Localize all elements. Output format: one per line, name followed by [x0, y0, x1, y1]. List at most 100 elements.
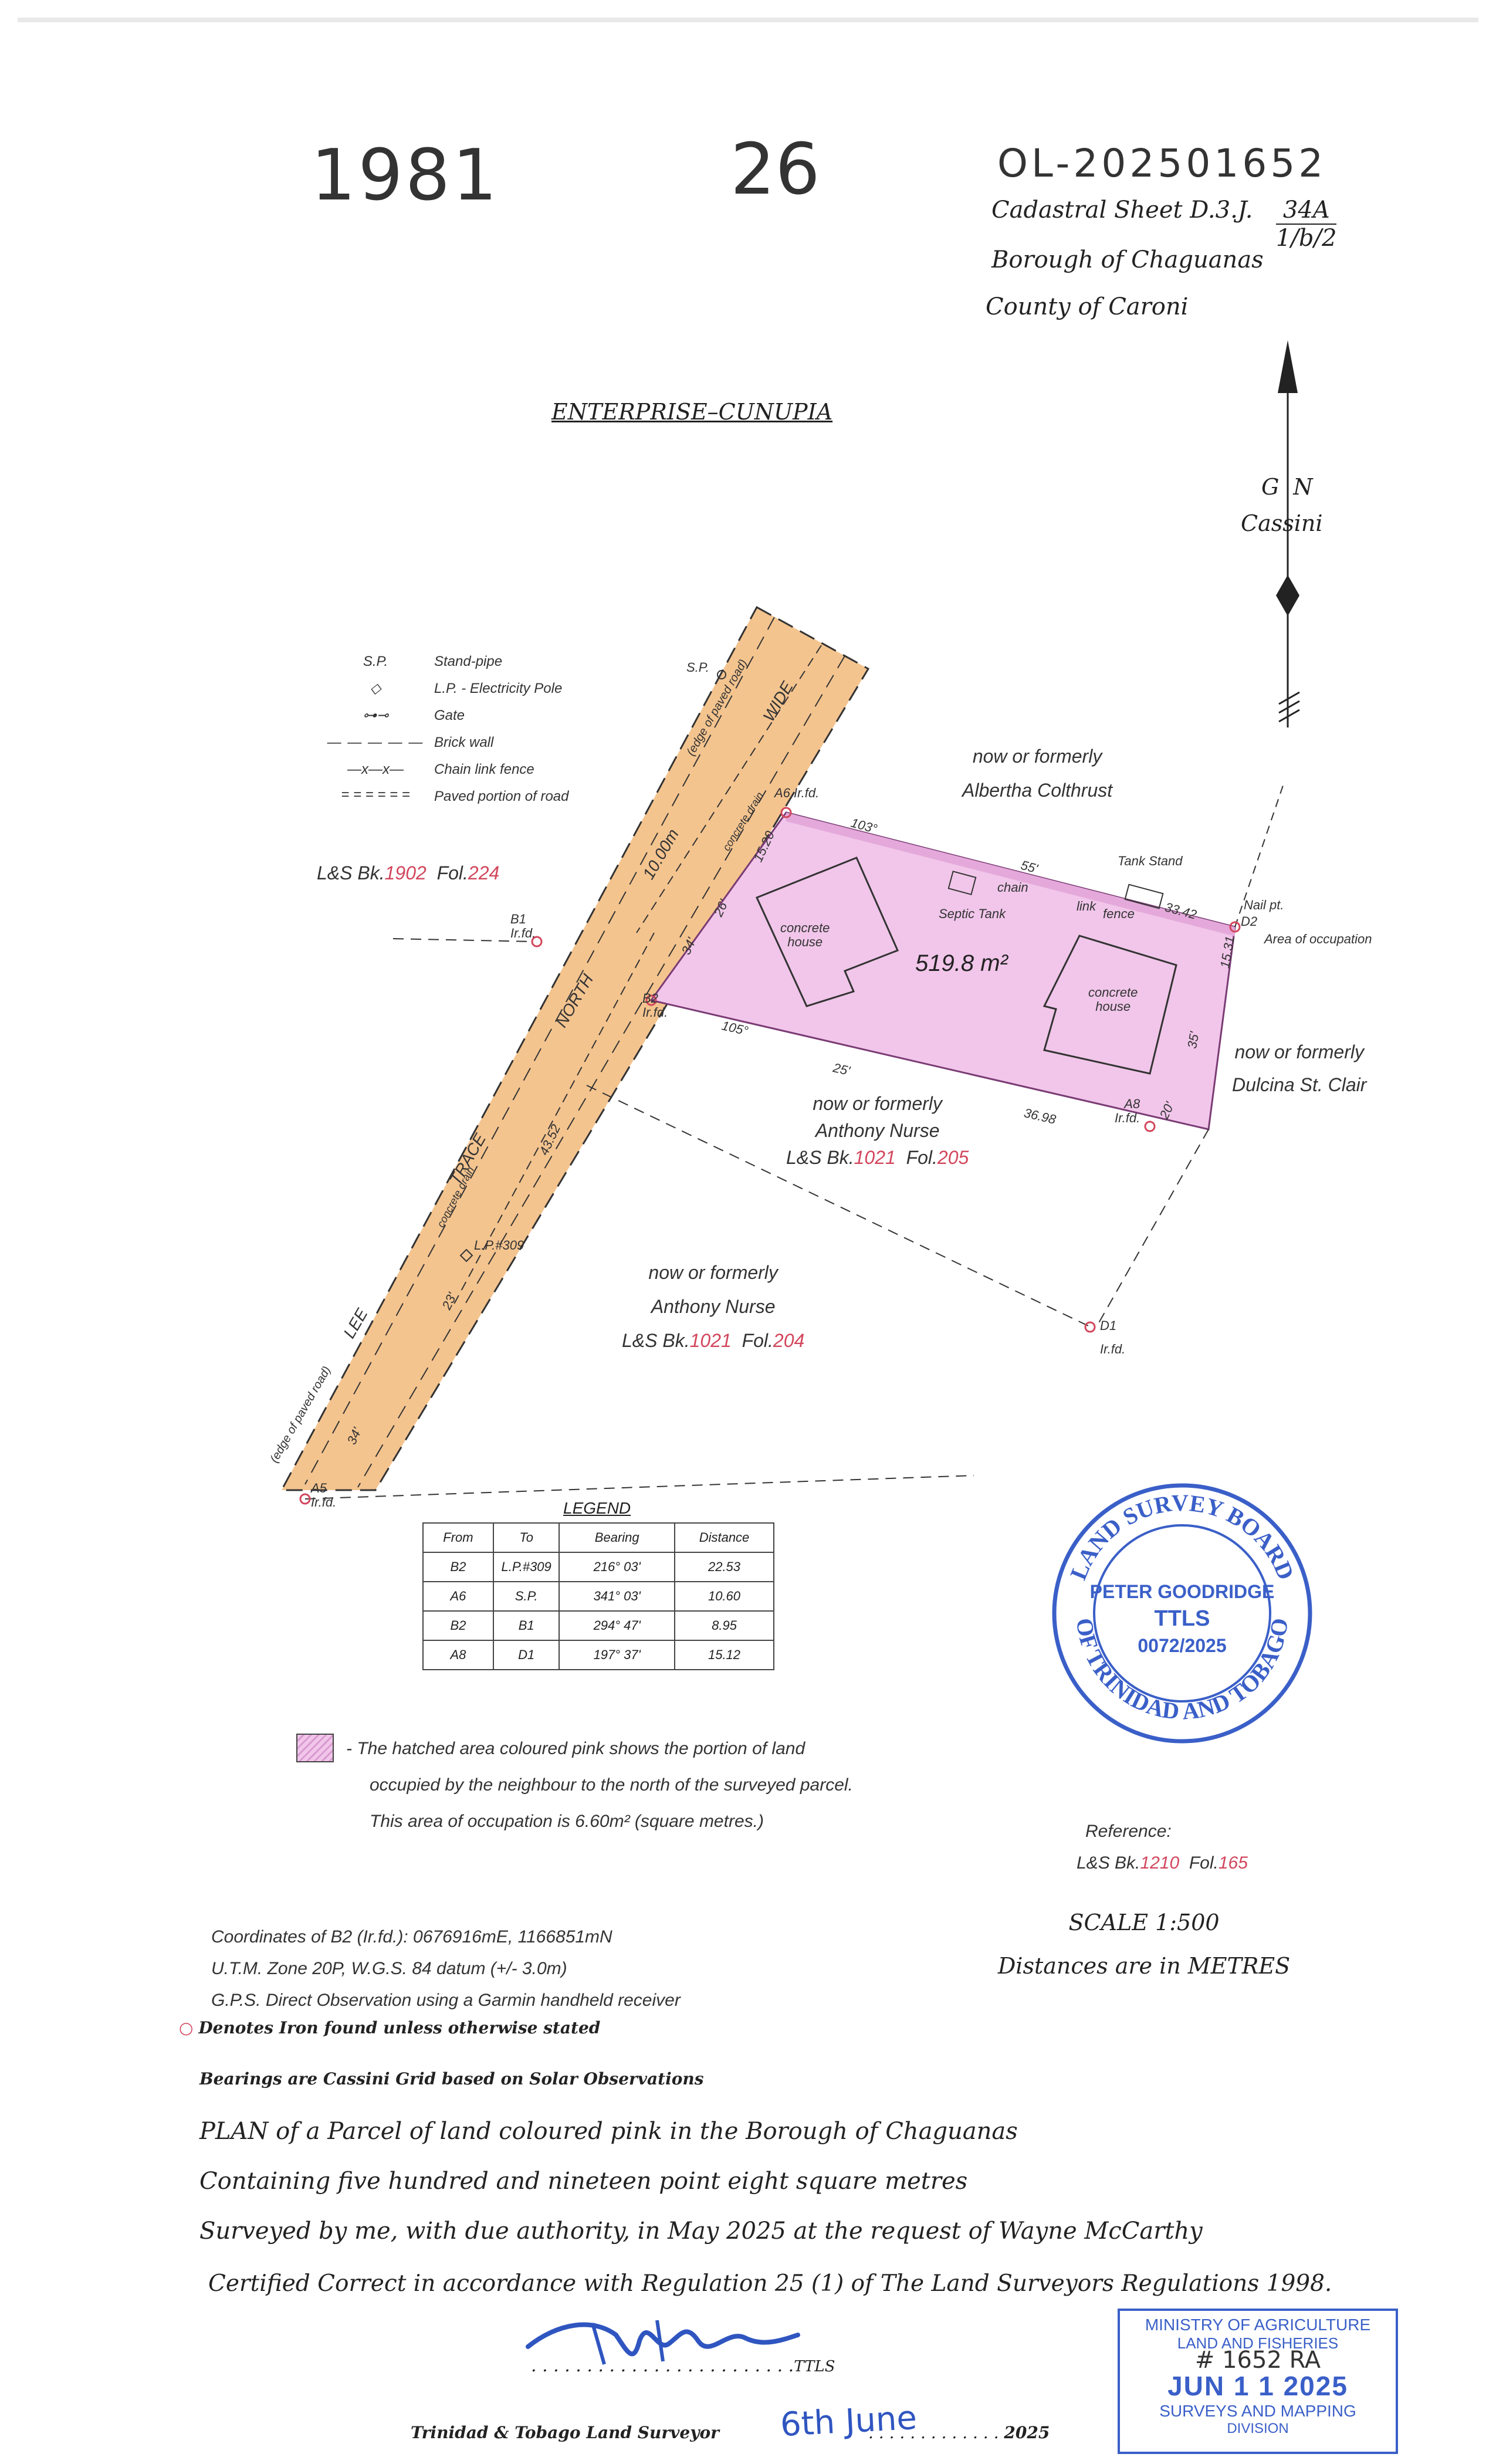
cert-line-2: Containing five hundred and nineteen poi…: [199, 2168, 968, 2195]
neighbour-southwest: now or formerly Anthony Nurse L&S Bk.102…: [622, 1262, 805, 1351]
table-cell: 197° 37': [559, 1640, 676, 1670]
parcel-area: 519.8 m²: [915, 950, 1008, 976]
ministry-stamp: MINISTRY OF AGRICULTURE LAND AND FISHERI…: [1118, 2309, 1398, 2454]
drain-line: [636, 645, 822, 933]
stamp-title: TTLS: [1154, 1606, 1210, 1631]
point-d2: D2: [1241, 914, 1258, 929]
handwritten-number-left: 1981: [311, 135, 500, 216]
gate-icon: ⊶⊸: [362, 708, 389, 723]
key-row: —x—x— Chain link fence: [317, 756, 569, 783]
handwritten-number-mid: 26: [730, 129, 820, 211]
north-arrow: [1276, 340, 1300, 727]
scale: SCALE 1:500 Distances are in METRES: [997, 1910, 1291, 1979]
table-cell: A8: [422, 1640, 494, 1670]
cadastral-sheet: Cadastral Sheet D.3.J.: [991, 197, 1253, 224]
table-cell: B2: [422, 1552, 494, 1582]
hatch-swatch: [296, 1734, 334, 1762]
site-name: ENTERPRISE–CUNUPIA: [551, 399, 833, 425]
concrete-house: [755, 857, 899, 1007]
legend-header: To: [492, 1522, 560, 1553]
table-cell: B2: [422, 1610, 494, 1641]
symbol-key: S.P.Stand-pipe ◇L.P. - Electricity Pole …: [317, 648, 569, 810]
paved-road-symbol: = = = = = =: [341, 787, 410, 803]
iron-point-b1: [531, 936, 543, 947]
ministry-line-2: LAND AND FISHERIES: [1177, 2334, 1339, 2352]
iron-point-a5: [299, 1493, 311, 1505]
occupation-area: [786, 813, 1235, 936]
cert-line-1: PLAN of a Parcel of land coloured pink i…: [199, 2118, 1018, 2145]
coordinates: Coordinates of B2 (Ir.fd.): 0676916mE, 1…: [211, 1927, 681, 2010]
key-label: Stand-pipe: [434, 654, 503, 669]
drain-line: [451, 932, 655, 1309]
road-edge-line: [304, 617, 775, 1485]
legend-header-row: From To Bearing Distance: [422, 1522, 774, 1553]
reference: Reference: L&S Bk.1210 Fol.165: [1077, 1822, 1248, 1873]
lp-pole: [459, 1248, 473, 1263]
stamp-name: PETER GOODRIDGE: [1089, 1581, 1275, 1602]
table-cell: B1: [492, 1610, 560, 1641]
septic-label: Septic Tank: [939, 906, 1006, 921]
table-cell: 15.12: [674, 1640, 774, 1670]
table-cell: 294° 47': [559, 1610, 676, 1641]
point-sp: S.P.: [686, 660, 709, 675]
scan-edge: [18, 18, 1478, 22]
cert-line-4: Certified Correct in accordance with Reg…: [208, 2270, 1332, 2297]
signature-scribble: [526, 2320, 800, 2365]
ministry-line-1: MINISTRY OF AGRICULTURE: [1145, 2316, 1371, 2334]
table-cell: 216° 03': [559, 1552, 676, 1582]
table-cell: 8.95: [674, 1610, 774, 1641]
date-line: . . . . . . . . . . . . . 2025: [868, 2423, 1050, 2442]
key-symbol: —x—x—: [347, 761, 404, 777]
key-row: = = = = = = Paved portion of road: [317, 783, 569, 810]
stamp-number: 0072/2025: [1138, 1635, 1227, 1656]
key-symbol: S.P.: [363, 654, 388, 669]
concrete-house: [1043, 935, 1177, 1075]
key-row: ◇L.P. - Electricity Pole: [317, 675, 569, 702]
fence-word: link: [1077, 899, 1096, 913]
tank-stand-label: Tank Stand: [1118, 854, 1183, 868]
key-label: Brick wall: [434, 735, 494, 750]
fence-word: chain: [997, 880, 1028, 895]
standpipe: [717, 670, 726, 679]
iron-symbol: ○: [179, 2018, 199, 2037]
tank-stand: [1124, 884, 1164, 909]
stamp-top-text: LAND SURVEY BOARD: [1065, 1490, 1299, 1583]
iron-point-a8: [1144, 1121, 1156, 1132]
legend-table: From To Bearing Distance B2 L.P.#309 216…: [422, 1522, 774, 1670]
ministry-date: JUN 1 1 2025: [1167, 2371, 1348, 2401]
septic-tank: [947, 871, 977, 895]
iron-point-a6: [780, 807, 792, 818]
key-label: Gate: [434, 708, 465, 723]
borough: Borough of Chaguanas: [991, 246, 1264, 273]
road-edge-line: [357, 655, 845, 1488]
key-label: L.P. - Electricity Pole: [434, 681, 563, 696]
west-reference: L&S Bk.1902 Fol.224: [317, 862, 500, 884]
bearings-note: Bearings are Cassini Grid based on Solar…: [199, 2069, 704, 2089]
key-label: Chain link fence: [434, 761, 534, 777]
north-cassini-label: Cassini: [1241, 510, 1323, 536]
signature-line: . . . . . . . . . . . . . . . . . . . . …: [531, 2355, 835, 2376]
ministry-line-4: DIVISION: [1227, 2421, 1289, 2436]
legend-title: LEGEND: [563, 1499, 631, 1517]
key-row: ⊶⊸ Gate: [317, 702, 569, 729]
key-row: S.P. Stand-pipe: [317, 648, 569, 675]
table-cell: S.P.: [492, 1581, 560, 1612]
county: County of Caroni: [986, 293, 1189, 320]
svg-text:LAND SURVEY BOARD: LAND SURVEY BOARD: [1065, 1490, 1299, 1583]
occupation-label: Area of occupation: [1264, 932, 1372, 946]
table-row: B2 L.P.#309 216° 03' 22.53: [422, 1552, 774, 1582]
table-cell: A6: [422, 1581, 494, 1612]
table-row: B2 B1 294° 47' 8.95: [422, 1610, 774, 1641]
legend-header: Distance: [674, 1522, 774, 1553]
key-row: — — — — —Brick wall: [317, 729, 569, 756]
fence-word: fence: [1103, 906, 1135, 921]
key-label: Paved portion of road: [434, 788, 569, 804]
legend-header: Bearing: [559, 1522, 676, 1553]
neighbour-south: now or formerly Anthony Nurse L&S Bk.102…: [786, 1093, 969, 1168]
